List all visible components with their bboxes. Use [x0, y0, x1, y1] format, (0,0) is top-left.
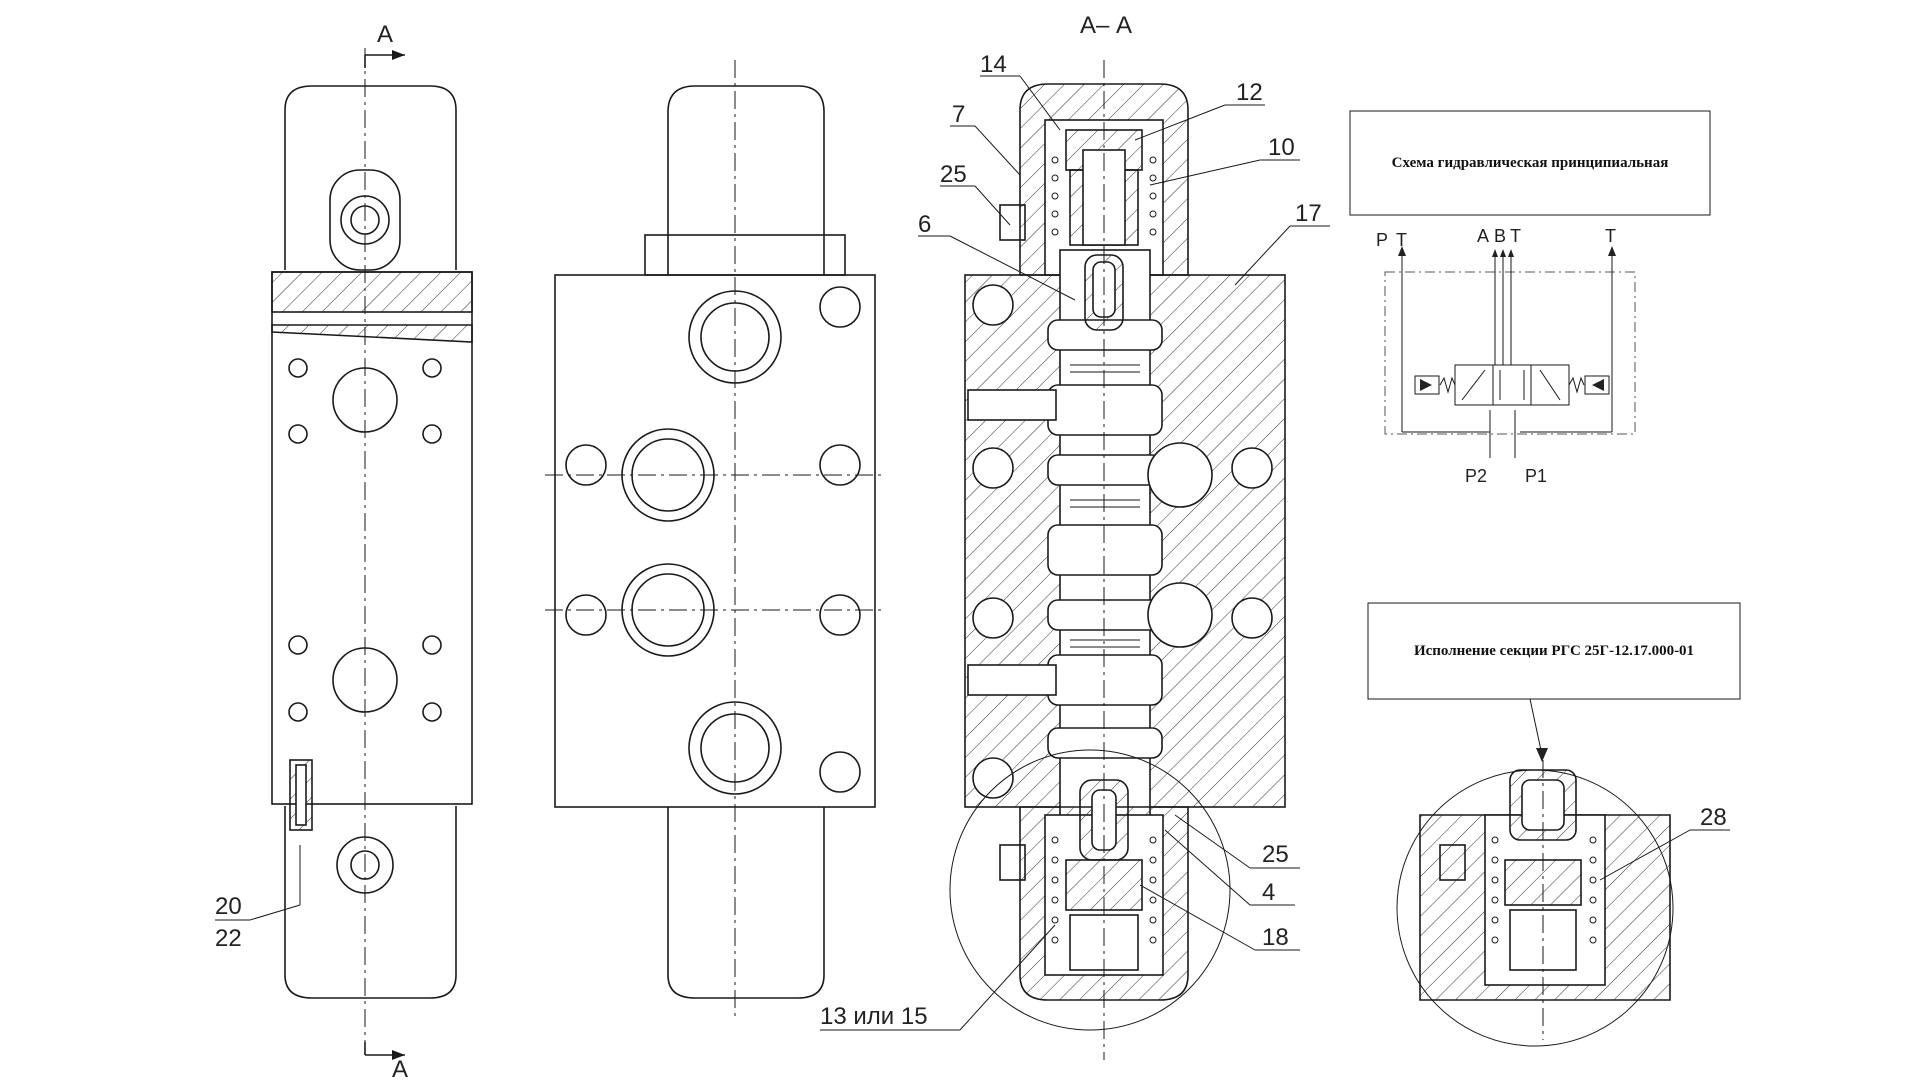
scheme-title: Схема гидравлическая принципиальная: [1392, 155, 1669, 171]
hydraulic-scheme: Схема гидравлическая принципиальная: [1349, 110, 1711, 486]
port-p1: P1: [1525, 466, 1547, 486]
callout-25-bottom: 25: [1262, 841, 1289, 868]
callout-4: 4: [1262, 879, 1275, 906]
callout-18: 18: [1262, 924, 1289, 951]
section-mark-bottom: А: [392, 1056, 408, 1080]
section-title: А– А: [1080, 12, 1132, 39]
port-t-left: T: [1396, 230, 1407, 250]
variant-detail: Исполнение секции РГС 25Г-12.17.000-01 2…: [1367, 602, 1741, 1047]
callout-14: 14: [980, 51, 1007, 78]
callout-12: 12: [1236, 79, 1263, 106]
callout-7: 7: [952, 101, 965, 128]
port-b: B: [1494, 226, 1506, 246]
front-view: [545, 60, 885, 1020]
callout-20: 20: [215, 893, 242, 920]
section-mark-top: А: [377, 21, 393, 48]
port-p2: P2: [1465, 466, 1487, 486]
callout-10: 10: [1268, 134, 1295, 161]
callout-25-top: 25: [940, 161, 967, 188]
port-t-mid: T: [1510, 226, 1521, 246]
callout-28: 28: [1700, 804, 1727, 831]
callout-13-15: 13 или 15: [820, 1003, 928, 1030]
spring-lower: [1051, 836, 1157, 944]
spring-upper: [1051, 156, 1157, 236]
section-view: А– А: [820, 12, 1330, 1060]
port-t-right: T: [1605, 226, 1616, 246]
variant-title: Исполнение секции РГС 25Г-12.17.000-01: [1414, 643, 1694, 659]
callout-17: 17: [1295, 200, 1322, 227]
callout-6: 6: [918, 211, 931, 238]
spool: [1047, 319, 1163, 759]
port-p: P: [1376, 230, 1388, 250]
port-a: A: [1477, 226, 1489, 246]
side-view: А А 20 22: [215, 21, 473, 1080]
callout-22: 22: [215, 925, 242, 952]
